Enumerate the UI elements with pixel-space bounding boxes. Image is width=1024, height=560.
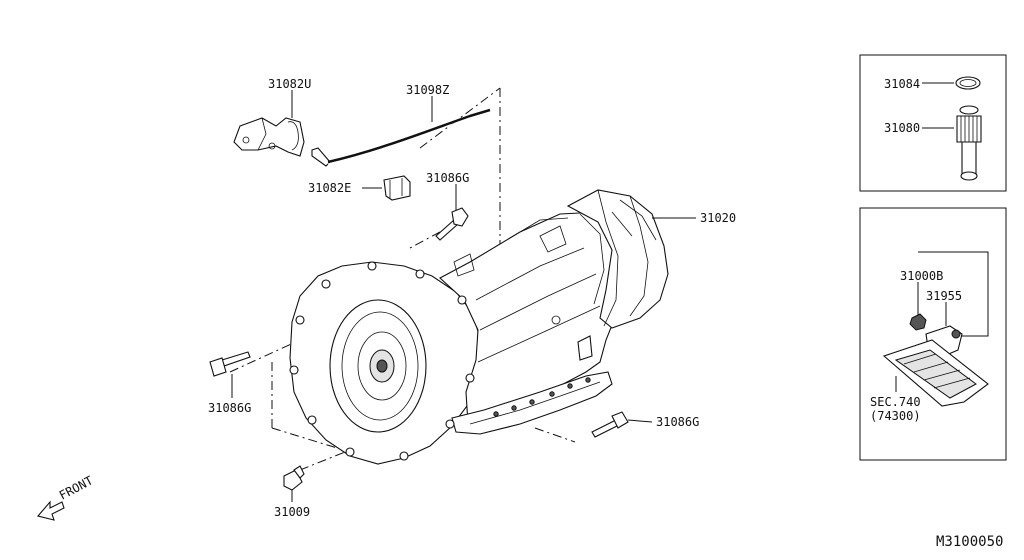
cable-clip xyxy=(383,175,411,201)
inset-box-control xyxy=(859,207,1007,461)
label-31955: 31955 xyxy=(926,289,962,303)
shift-cable-bracket xyxy=(233,117,305,157)
label-31086G-left: 31086G xyxy=(208,401,251,415)
label-31082U: 31082U xyxy=(268,77,311,91)
bolt-left xyxy=(209,351,251,377)
bolt-top xyxy=(435,207,469,241)
label-sec-ref: SEC.740 xyxy=(870,395,921,409)
label-31098Z: 31098Z xyxy=(406,83,449,97)
label-31080: 31080 xyxy=(884,121,920,135)
label-31009: 31009 xyxy=(274,505,310,519)
label-31086G-top: 31086G xyxy=(426,171,469,185)
inset-box-pinion xyxy=(859,54,1007,192)
front-label: FRONT xyxy=(57,473,95,502)
dashed-reference-lines xyxy=(229,87,576,471)
label-31084: 31084 xyxy=(884,77,920,91)
front-arrow-icon xyxy=(37,500,65,521)
leader-lines xyxy=(231,90,696,502)
shift-cable xyxy=(311,108,491,167)
label-sec-ref-sub: (74300) xyxy=(870,409,921,423)
diagram-code: M3100050 xyxy=(936,534,1003,550)
label-31000B: 31000B xyxy=(900,269,943,283)
transmission-assembly xyxy=(289,189,669,465)
label-31020: 31020 xyxy=(700,211,736,225)
drain-plug xyxy=(283,465,305,491)
label-31086G-bottom: 31086G xyxy=(656,415,699,429)
label-31082E: 31082E xyxy=(308,181,351,195)
bolt-bottom-right xyxy=(591,411,629,438)
